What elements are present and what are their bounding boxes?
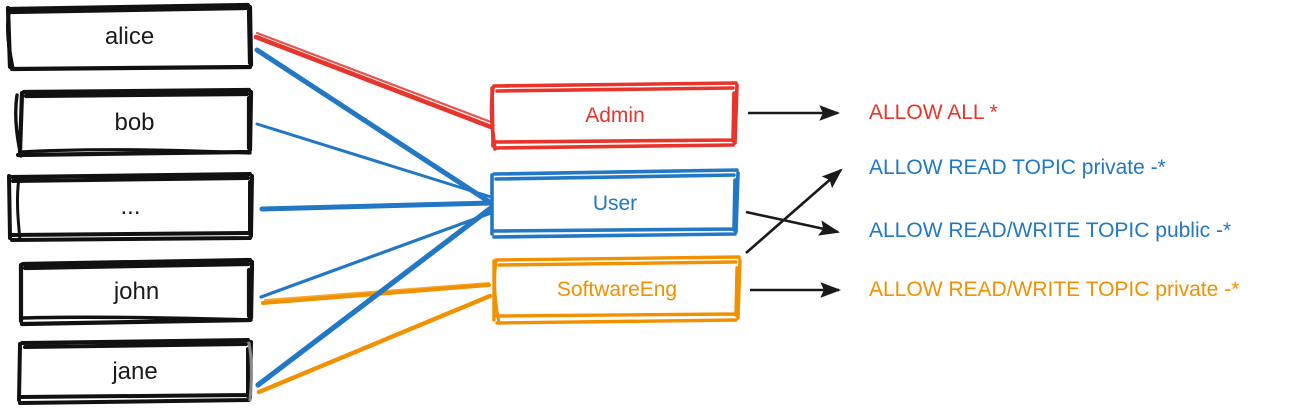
arrow-user-to-perm-read-private xyxy=(745,168,843,254)
edge-bob-user xyxy=(255,122,493,199)
user-box-alice[interactable] xyxy=(5,2,254,72)
role-box-softwareeng[interactable] xyxy=(492,255,742,325)
permission-label-readwrite-private: ALLOW READ/WRITE TOPIC private -* xyxy=(869,278,1240,301)
edge-john-user xyxy=(259,211,493,299)
user-box-bob[interactable] xyxy=(14,87,254,158)
user-box-jane[interactable] xyxy=(17,338,253,405)
permission-label-allow-all: ALLOW ALL * xyxy=(869,101,998,124)
edge-alice-admin xyxy=(253,31,494,130)
arrow-user-to-perm-readwrite-public xyxy=(745,210,841,236)
edge-alice-user xyxy=(254,47,494,206)
edge-jane-user xyxy=(255,205,494,388)
user-box-more[interactable] xyxy=(7,172,254,242)
user-box-john[interactable] xyxy=(18,257,255,327)
edge-more-user xyxy=(259,200,494,212)
role-box-admin[interactable] xyxy=(489,81,739,151)
role-box-user[interactable] xyxy=(490,168,740,239)
edge-jane-softwareeng xyxy=(256,293,493,395)
permission-label-read-private: ALLOW READ TOPIC private -* xyxy=(869,156,1166,179)
permission-label-readwrite-public: ALLOW READ/WRITE TOPIC public -* xyxy=(869,219,1232,242)
